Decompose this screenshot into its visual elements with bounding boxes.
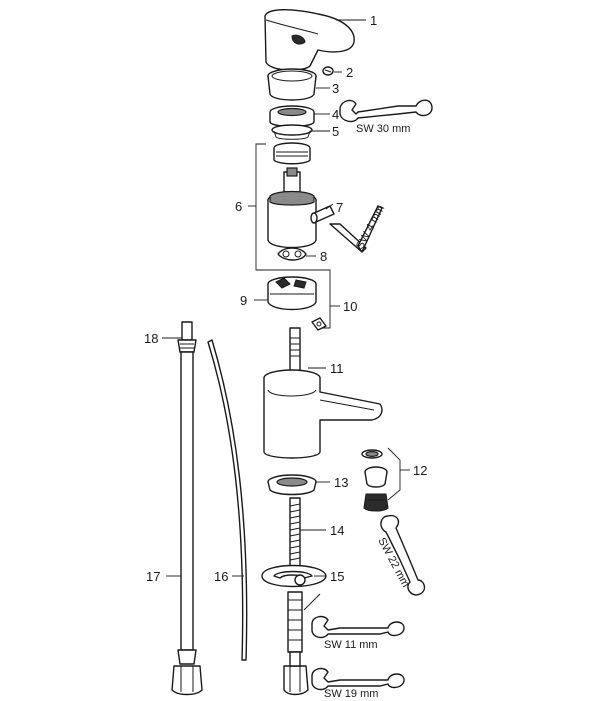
- label-part-17: 17: [146, 569, 160, 584]
- part-12-aerator: [361, 447, 410, 512]
- body-top-thread: [289, 327, 301, 373]
- label-part-11: 11: [330, 361, 344, 376]
- label-part-5: 5: [332, 124, 339, 139]
- label-part-2: 2: [346, 65, 353, 80]
- part-10-clip: [311, 317, 327, 331]
- leader-lines: [162, 19, 366, 611]
- hex-key-4mm: [329, 205, 383, 253]
- wrench-22mm: [380, 514, 426, 596]
- part-number-labels: 1 2 3 4 5 6 7 8 9 10 11 12 13 14 15 16 1…: [144, 13, 427, 584]
- part-4-nut: [269, 105, 315, 128]
- label-part-16: 16: [214, 569, 228, 584]
- label-part-8: 8: [320, 249, 327, 264]
- bracket-parts-6-8: [248, 143, 316, 271]
- label-sw-11: SW 11 mm: [324, 639, 378, 651]
- label-part-14: 14: [330, 523, 344, 538]
- label-part-13: 13: [334, 475, 348, 490]
- label-sw-4: SW 4 mm: [354, 203, 387, 251]
- lower-fixing-stem: [283, 591, 309, 696]
- label-part-6: 6: [235, 199, 242, 214]
- label-part-18: 18: [144, 331, 158, 346]
- label-part-9: 9: [240, 293, 247, 308]
- label-part-3: 3: [332, 81, 339, 96]
- label-part-1: 1: [370, 13, 377, 28]
- part-11-mixer-body: [263, 367, 383, 459]
- part-6-cartridge: [267, 142, 317, 249]
- part-2-set-screw: [322, 66, 334, 76]
- wrench-11mm: [311, 615, 405, 639]
- part-5-thread-ring: [271, 124, 313, 140]
- label-part-12: 12: [413, 463, 427, 478]
- part-16-flexible-hose: [207, 339, 248, 661]
- part-9-limiter: [254, 276, 317, 311]
- label-part-15: 15: [330, 569, 344, 584]
- wrench-19mm: [311, 667, 405, 691]
- bracket-parts-9-10: [316, 269, 340, 329]
- part-7-grub-screw: [310, 203, 335, 224]
- label-sw-30: SW 30 mm: [356, 123, 410, 135]
- part-13-base-seal: [267, 474, 317, 496]
- part-1-lever-handle: [264, 9, 355, 71]
- label-part-10: 10: [343, 299, 357, 314]
- label-part-4: 4: [332, 107, 339, 122]
- part-3-cover-ring: [267, 68, 317, 101]
- part-8-seal: [277, 247, 316, 261]
- wrench-30mm: [339, 99, 433, 123]
- part-14-threaded-rod: [289, 497, 326, 569]
- label-part-7: 7: [336, 200, 343, 215]
- label-sw-19: SW 19 mm: [324, 688, 378, 700]
- part-18-hose-top-fitting: [177, 321, 197, 353]
- part-17-connection-hose: [171, 351, 203, 696]
